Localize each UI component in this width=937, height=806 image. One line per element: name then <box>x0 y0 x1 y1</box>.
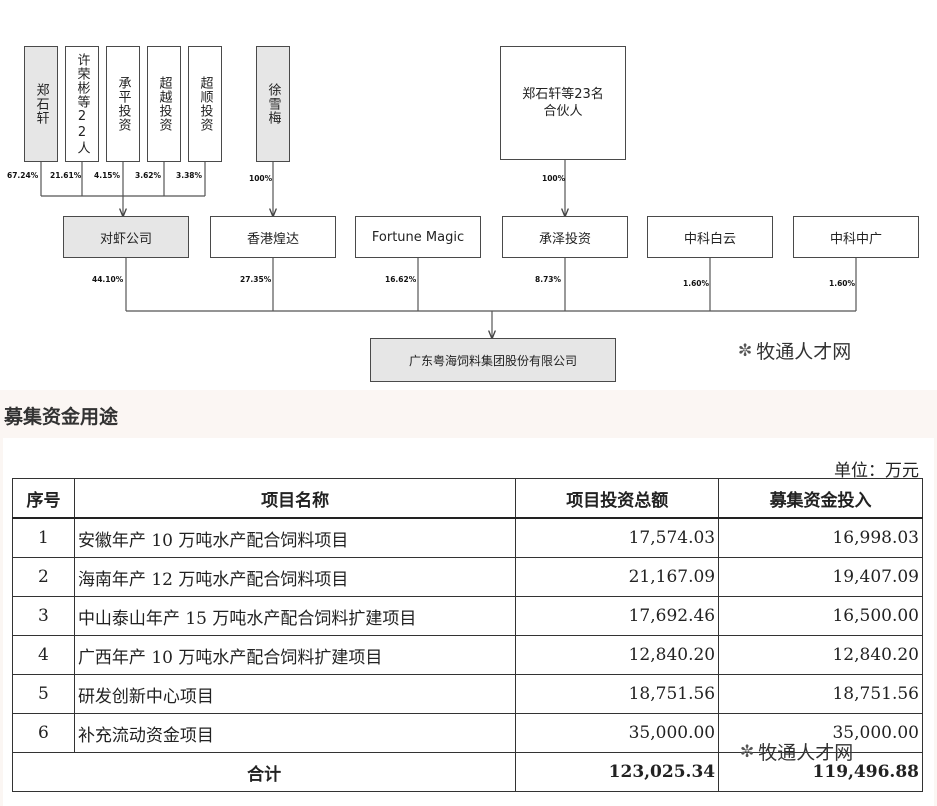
shareholder-box-zheng: 郑石轩 <box>24 46 58 162</box>
shareholder-label: 郑石轩等23名合伙人 <box>522 87 604 119</box>
cell-raised-funds: 16,998.03 <box>718 517 923 558</box>
entity-label: Fortune Magic <box>371 229 465 245</box>
cell-project-name: 广西年产 10 万吨水产配合饲料扩建项目 <box>73 635 517 675</box>
pct-label: 21.61% <box>50 171 82 180</box>
pct-label: 44.10% <box>92 275 124 284</box>
table-header-row: 序号 项目名称 项目投资总额 募集资金投入 <box>12 478 923 519</box>
entity-box-zhongguang: 中科中广 <box>793 216 919 258</box>
watermark: ✼ 牧通人才网 <box>740 738 853 765</box>
cell-total-investment: 18,751.56 <box>515 674 720 714</box>
shareholder-box-partners: 郑石轩等23名合伙人 <box>500 46 626 160</box>
cell-total-investment: 12,840.20 <box>515 635 720 675</box>
header-raised-funds: 募集资金投入 <box>718 478 923 519</box>
table-row: 1 安徽年产 10 万吨水产配合饲料项目 17,574.03 16,998.03 <box>12 517 923 558</box>
fund-use-table: 序号 项目名称 项目投资总额 募集资金投入 1 安徽年产 10 万吨水产配合饲料… <box>11 478 923 792</box>
wechat-icon: ✼ <box>738 340 753 361</box>
cell-index: 5 <box>12 674 75 714</box>
cell-project-name: 补充流动资金项目 <box>73 713 517 753</box>
shareholder-box-xu: 许荣彬等22人 <box>65 46 99 162</box>
entity-box-fortune: Fortune Magic <box>355 216 481 258</box>
company-box: 广东粤海饲料集团股份有限公司 <box>370 338 616 382</box>
pct-label: 3.38% <box>176 171 203 180</box>
entity-label: 中科白云 <box>683 231 736 247</box>
shareholder-label: 超顺投资 <box>197 76 213 132</box>
cell-project-name: 中山泰山年产 15 万吨水产配合饲料扩建项目 <box>73 596 517 636</box>
pct-label: 4.15% <box>94 171 121 180</box>
watermark-text: 牧通人才网 <box>756 341 852 363</box>
cell-project-name: 研发创新中心项目 <box>73 674 517 714</box>
header-total-investment: 项目投资总额 <box>515 478 720 519</box>
cell-raised-funds: 16,500.00 <box>718 596 923 636</box>
diagram-connectors <box>40 160 857 390</box>
pct-label: 1.60% <box>683 279 710 288</box>
cell-total-investment: 17,574.03 <box>515 517 720 558</box>
unit-label: 单位：万元 <box>834 461 919 481</box>
entity-box-chengze: 承泽投资 <box>502 216 628 258</box>
pct-label: 100% <box>542 174 566 183</box>
shareholder-box-chengping: 承平投资 <box>106 46 140 162</box>
table-total-row: 合计 123,025.34 119,496.88 <box>11 752 923 792</box>
pct-label: 1.60% <box>829 279 856 288</box>
shareholder-label: 徐雪梅 <box>265 83 281 125</box>
pct-label: 67.24% <box>7 171 39 180</box>
cell-index: 2 <box>12 557 75 597</box>
cell-index: 3 <box>12 596 75 636</box>
pct-label: 3.62% <box>135 171 162 180</box>
entity-box-baiyun: 中科白云 <box>647 216 773 258</box>
shareholder-label: 承平投资 <box>115 76 131 132</box>
section-title: 募集资金用途 <box>4 406 119 428</box>
pct-label: 16.62% <box>385 275 417 284</box>
table-row: 2 海南年产 12 万吨水产配合饲料项目 21,167.09 19,407.09 <box>12 557 923 597</box>
cell-total-label: 合计 <box>11 752 517 792</box>
entity-label: 香港煌达 <box>246 231 299 247</box>
shareholder-box-xuxuemei: 徐雪梅 <box>256 46 290 162</box>
header-project-name: 项目名称 <box>73 478 517 519</box>
wechat-icon: ✼ <box>740 741 755 762</box>
cell-raised-funds: 19,407.09 <box>718 557 923 597</box>
entity-label: 中科中广 <box>829 231 882 247</box>
entity-box-xianggang: 香港煌达 <box>210 216 336 258</box>
cell-total-investment: 123,025.34 <box>515 752 720 792</box>
table-row: 4 广西年产 10 万吨水产配合饲料扩建项目 12,840.20 12,840.… <box>12 635 923 675</box>
cell-index: 1 <box>12 517 75 558</box>
cell-total-investment: 21,167.09 <box>515 557 720 597</box>
shareholder-label: 许荣彬等22人 <box>74 53 90 155</box>
shareholder-box-chaoyue: 超越投资 <box>147 46 181 162</box>
pct-label: 100% <box>249 174 273 183</box>
cell-total-raised: 119,496.88 <box>718 752 923 792</box>
header-index: 序号 <box>12 478 75 519</box>
entity-label: 承泽投资 <box>538 231 591 247</box>
watermark: ✼ 牧通人才网 <box>738 337 851 364</box>
shareholder-box-chaoshun: 超顺投资 <box>188 46 222 162</box>
cell-project-name: 安徽年产 10 万吨水产配合饲料项目 <box>73 517 517 558</box>
table-row: 3 中山泰山年产 15 万吨水产配合饲料扩建项目 17,692.46 16,50… <box>12 596 923 636</box>
shareholder-label: 郑石轩 <box>33 83 49 125</box>
pct-label: 27.35% <box>240 275 272 284</box>
entity-label: 对虾公司 <box>99 231 152 247</box>
cell-index: 4 <box>12 635 75 675</box>
ownership-diagram: 郑石轩 许荣彬等22人 承平投资 超越投资 超顺投资 徐雪梅 郑石轩等23名合伙… <box>0 0 937 390</box>
cell-index: 6 <box>12 713 75 753</box>
cell-raised-funds: 35,000.00 <box>718 713 923 753</box>
entity-box-duixia: 对虾公司 <box>63 216 189 258</box>
cell-total-investment: 17,692.46 <box>515 596 720 636</box>
cell-project-name: 海南年产 12 万吨水产配合饲料项目 <box>73 557 517 597</box>
pct-label: 8.73% <box>535 275 562 284</box>
cell-total-investment: 35,000.00 <box>515 713 720 753</box>
cell-raised-funds: 18,751.56 <box>718 674 923 714</box>
company-label: 广东粤海饲料集团股份有限公司 <box>408 353 577 368</box>
cell-raised-funds: 12,840.20 <box>718 635 923 675</box>
shareholder-label: 超越投资 <box>156 76 172 132</box>
watermark-text: 牧通人才网 <box>758 742 854 764</box>
table-row: 5 研发创新中心项目 18,751.56 18,751.56 <box>12 674 923 714</box>
